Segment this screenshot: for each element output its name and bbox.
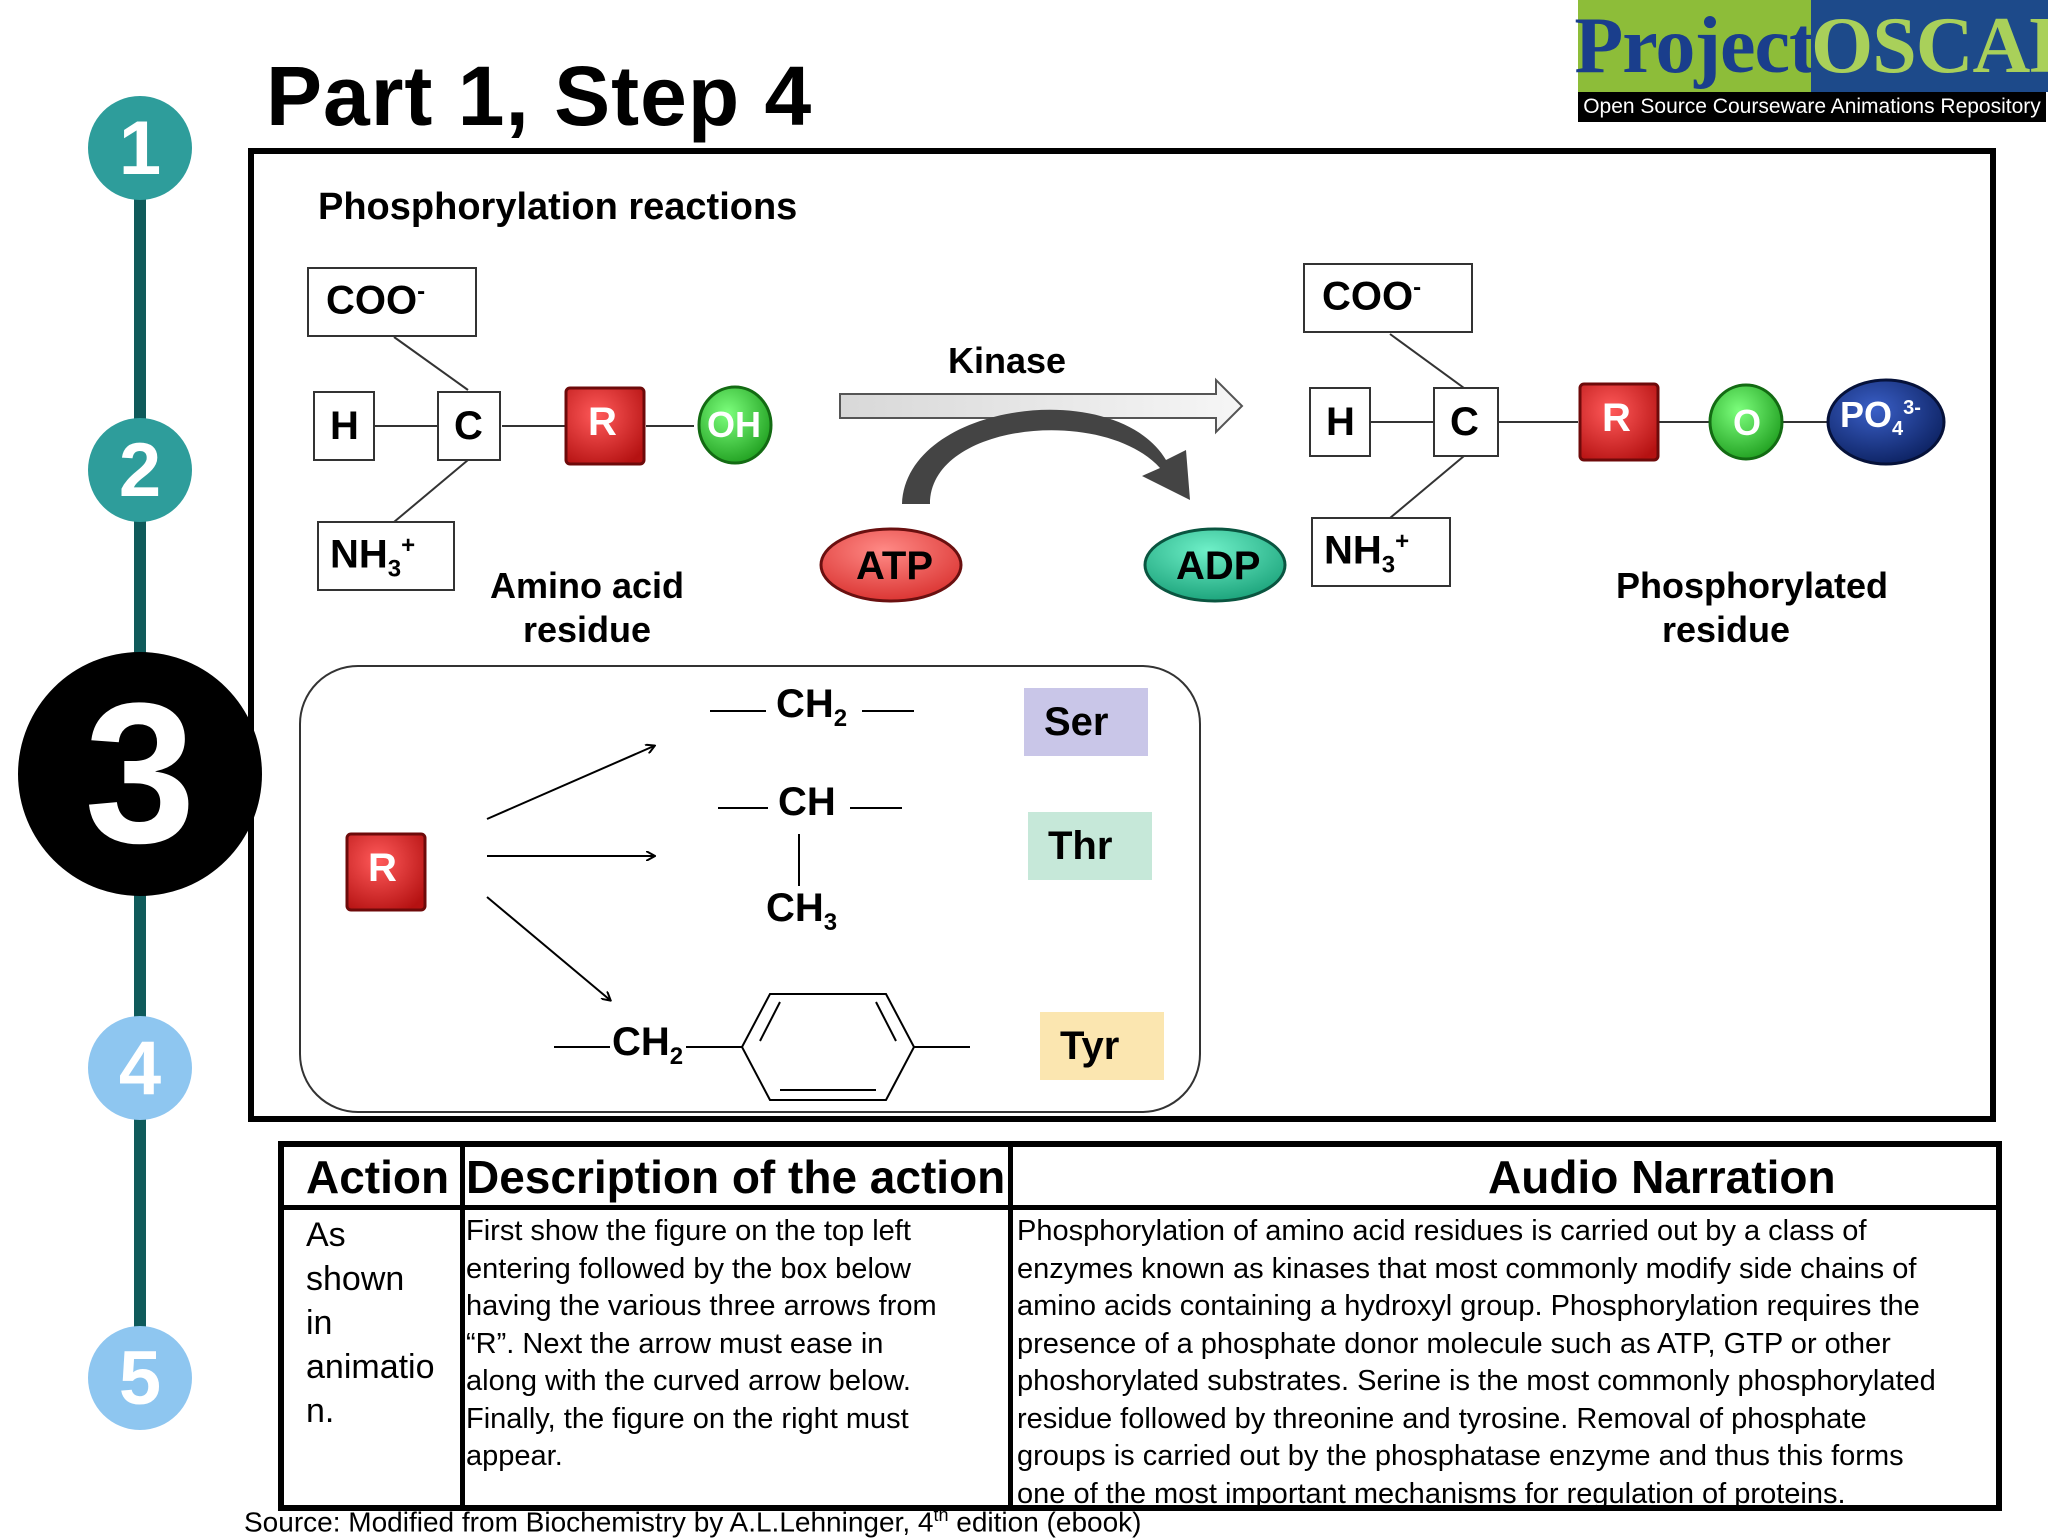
adp-label: ADP <box>1176 544 1261 588</box>
ser-tag: Ser <box>1044 700 1109 744</box>
product-nh3-label: NH3+ <box>1324 528 1410 579</box>
substrate-h-box <box>313 391 375 461</box>
substrate-oh-label: OH <box>707 404 761 445</box>
substrate-h-label: H <box>330 404 359 448</box>
side-chain-r-box <box>345 832 427 912</box>
step-3-current[interactable]: 3 <box>18 652 262 896</box>
thr-tag: Thr <box>1048 824 1113 868</box>
arrow-to-tyr <box>486 896 610 1000</box>
kinase-label: Kinase <box>948 340 1067 381</box>
product-o-label: O <box>1733 402 1762 443</box>
substrate-nh3-label: NH3+ <box>330 532 416 583</box>
header-description: Description of the action <box>466 1151 1006 1203</box>
atp-ellipse <box>819 527 963 603</box>
thr-tag-bg <box>1028 812 1152 880</box>
product-po4-ball <box>1826 378 1946 466</box>
tyr-tag: Tyr <box>1060 1024 1120 1068</box>
product-r-label: R <box>1602 396 1631 440</box>
step-5[interactable]: 5 <box>88 1326 192 1430</box>
substrate-r-box <box>564 386 646 466</box>
source-citation: Source: Modified from Biochemistry by A.… <box>244 1505 1142 1538</box>
product-r-box <box>1578 382 1660 462</box>
ser-ch2-label: CH2 <box>776 682 848 732</box>
storyboard-table: Action Description of the action Audio N… <box>278 1141 2002 1511</box>
substrate-c-box <box>437 391 501 461</box>
step-4[interactable]: 4 <box>88 1016 192 1120</box>
side-chain-r-label: R <box>368 846 397 890</box>
tyr-ring-double-bond-2 <box>875 1001 897 1042</box>
header-action: Action <box>306 1151 450 1203</box>
column-divider-2 <box>1008 1147 1013 1505</box>
column-divider-1 <box>460 1147 465 1505</box>
substrate-oh-ball <box>697 385 773 465</box>
diagram-heading: Phosphorylation reactions <box>318 186 798 228</box>
product-coo-box <box>1303 263 1473 333</box>
logo-word-project: Project <box>1574 0 1816 92</box>
step-2[interactable]: 2 <box>88 418 192 522</box>
side-chain-panel <box>299 665 1201 1113</box>
thr-ch3-label: CH3 <box>766 886 838 936</box>
curved-atp-adp-arrow <box>902 409 1190 504</box>
product-bond-c-nh3 <box>1389 455 1465 519</box>
kinase-arrow <box>839 377 1244 435</box>
page-title: Part 1, Step 4 <box>266 49 813 143</box>
product-o-ball <box>1708 383 1784 461</box>
arrow-to-ser <box>486 746 654 820</box>
product-h-box <box>1309 387 1371 457</box>
tyr-ch2-label: CH2 <box>612 1020 684 1070</box>
thr-ch-label: CH <box>778 780 836 824</box>
product-bond-coo-c <box>1389 333 1465 389</box>
bond-c-nh3 <box>393 459 469 523</box>
adp-ellipse <box>1143 527 1287 603</box>
ser-tag-bg <box>1024 688 1148 756</box>
substrate-coo-box <box>307 267 477 337</box>
narration-cell: Phosphorylation of amino acid residues i… <box>1017 1215 1936 1510</box>
product-po4-label: PO43- <box>1840 394 1921 441</box>
product-coo-label: COO- <box>1322 274 1422 319</box>
header-divider <box>284 1205 1996 1210</box>
tyr-tag-bg <box>1040 1012 1164 1080</box>
substrate-coo-label: COO- <box>326 278 426 323</box>
bond-coo-c <box>393 336 469 391</box>
logo-word-oscar: OSCAR <box>1811 0 2048 92</box>
logo-tagline: Open Source Courseware Animations Reposi… <box>1583 95 2041 118</box>
step-1[interactable]: 1 <box>88 96 192 200</box>
product-nh3-box <box>1311 517 1451 587</box>
tyr-benzene-ring <box>740 993 916 1101</box>
product-c-box <box>1433 387 1499 457</box>
substrate-nh3-box <box>317 521 455 591</box>
action-cell: As shown in animatio n. <box>306 1216 435 1430</box>
description-cell: First show the figure on the top left en… <box>466 1215 937 1472</box>
product-h-label: H <box>1326 400 1355 444</box>
header-audio-narration: Audio Narration <box>1488 1151 1836 1203</box>
reaction-diagram: Phosphorylation reactions COO- H C R OH … <box>248 148 1996 1122</box>
substrate-c-label: C <box>454 404 483 448</box>
project-oscar-logo: Project OSCAR Open Source Courseware Ani… <box>1574 0 2048 122</box>
product-c-label: C <box>1450 400 1479 444</box>
atp-label: ATP <box>856 544 934 588</box>
tyr-ring-double-bond-1 <box>759 1001 781 1042</box>
reaction-diagram-graphics <box>299 263 1946 1113</box>
substrate-r-label: R <box>588 400 617 444</box>
